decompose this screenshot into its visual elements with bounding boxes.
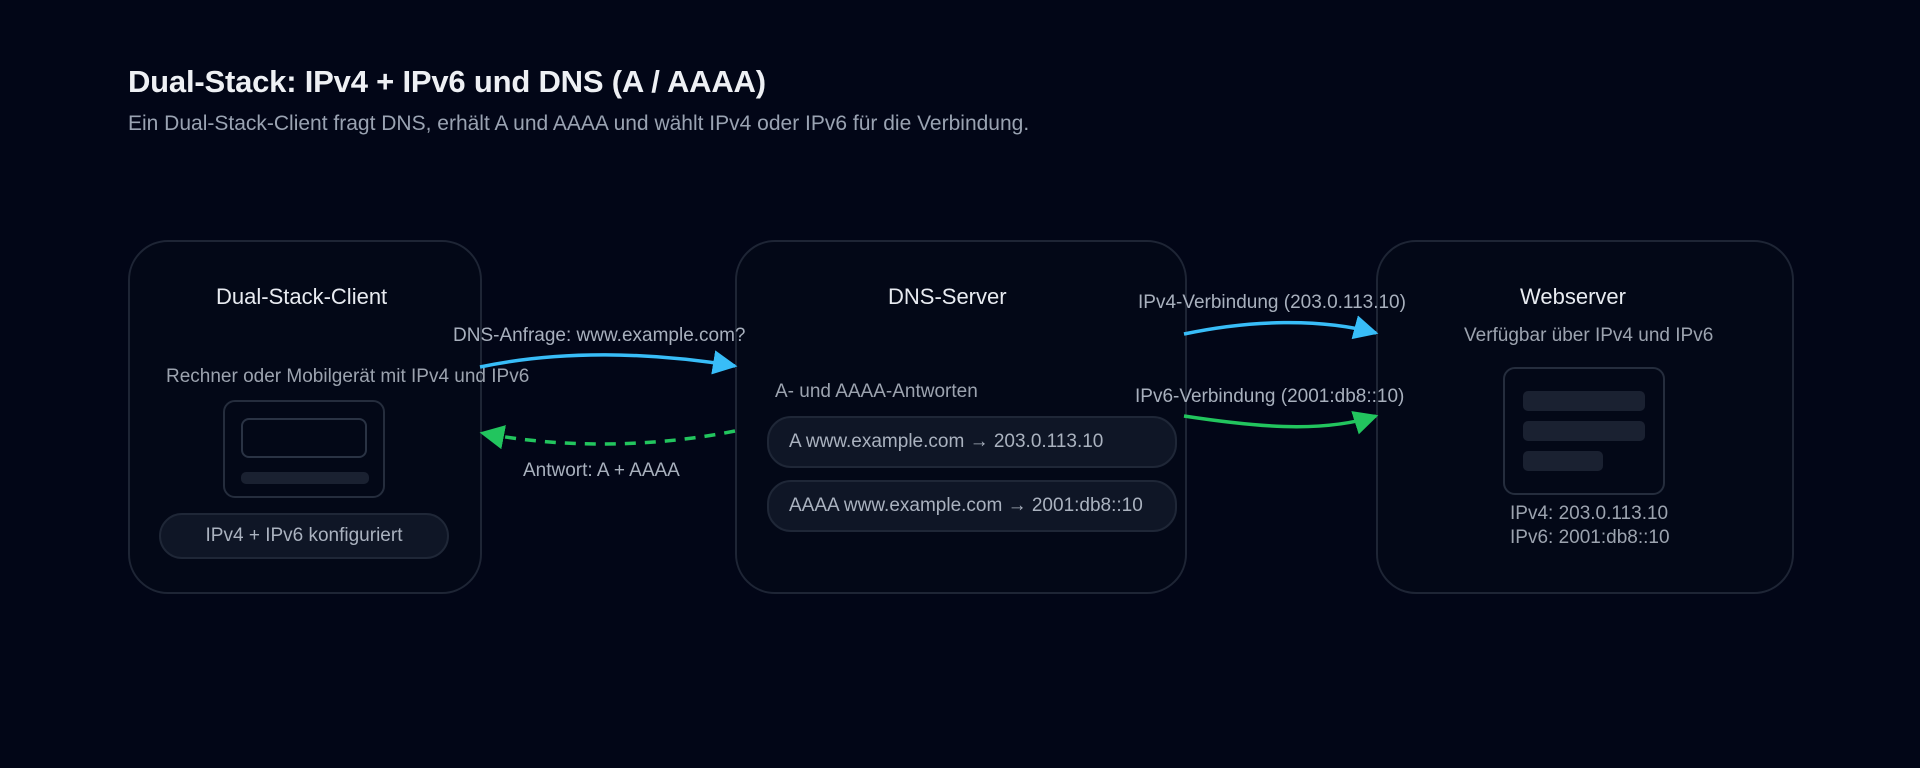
dns-answer-arrow	[479, 425, 736, 450]
page-title: Dual-Stack: IPv4 + IPv6 und DNS (A / AAA…	[128, 64, 766, 99]
page-subtitle: Ein Dual-Stack-Client fragt DNS, erhält …	[128, 112, 1030, 135]
dns-query-arrow	[479, 350, 738, 375]
dns-server-title: DNS-Server	[888, 284, 1007, 309]
webserver-ipv6-address: IPv6: 2001:db8::10	[1510, 527, 1670, 548]
ipv6-connection-arrow	[1183, 411, 1379, 435]
client-title: Dual-Stack-Client	[216, 284, 388, 309]
dns-answer-label: Antwort: A + AAAA	[523, 460, 680, 481]
webserver-ipv4-address: IPv4: 203.0.113.10	[1510, 503, 1669, 524]
client-status-badge: IPv4 + IPv6 konfiguriert	[159, 513, 449, 559]
device-icon	[223, 400, 385, 498]
dns-query-label: DNS-Anfrage: www.example.com?	[453, 325, 746, 346]
dns-record-a: A www.example.com → 203.0.113.10	[767, 416, 1177, 468]
dns-record-aaaa: AAAA www.example.com → 2001:db8::10	[767, 480, 1177, 532]
dns-records-label: A- und AAAA-Antworten	[775, 381, 978, 402]
server-icon	[1503, 367, 1665, 495]
ipv4-connection-label: IPv4-Verbindung (203.0.113.10)	[1138, 292, 1406, 313]
webserver-description: Verfügbar über IPv4 und IPv6	[1464, 325, 1714, 346]
ipv6-connection-label: IPv6-Verbindung (2001:db8::10)	[1135, 386, 1405, 407]
webserver-card	[1376, 240, 1794, 594]
client-description: Rechner oder Mobilgerät mit IPv4 und IPv…	[166, 366, 530, 387]
webserver-title: Webserver	[1520, 284, 1626, 309]
ipv4-connection-arrow	[1183, 315, 1379, 340]
